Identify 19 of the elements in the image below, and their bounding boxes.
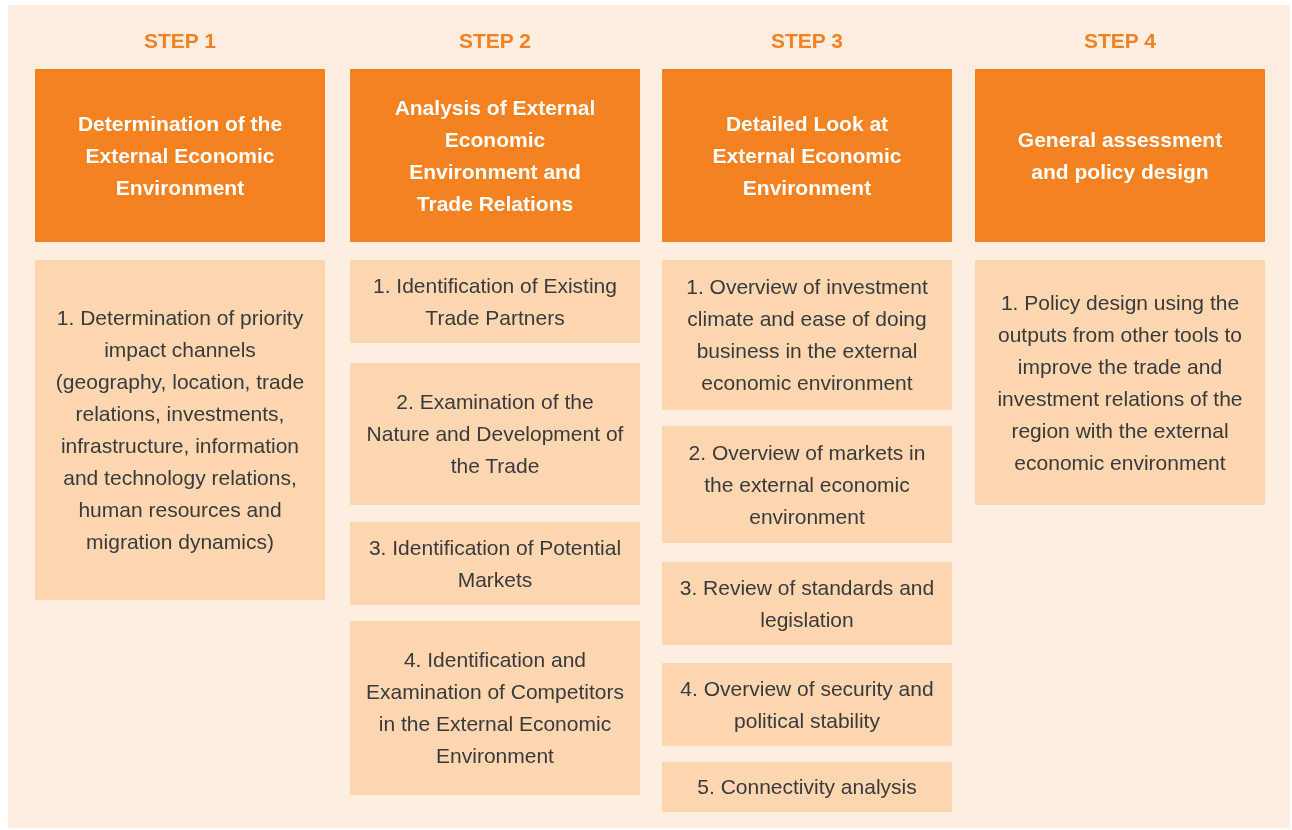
task-box: 4. Overview of security and political stability: [662, 663, 952, 746]
task-box: 3. Identification of Potential Markets: [350, 522, 640, 605]
step-label: STEP 2: [458, 28, 532, 54]
step-header-box: Determination of the External Economic Environment: [35, 69, 325, 242]
task-box: 1. Policy design using the outputs from other tools to improve the trade and investment relations of the region with the external economic environment: [975, 260, 1265, 505]
task-box: 4. Identification and Examination of Competitors in the External Economic Environment: [350, 621, 640, 795]
task-box: 1. Identification of Existing Trade Partners: [350, 260, 640, 343]
step-header-box: General assessment and policy design: [975, 69, 1265, 242]
step-header-box: Detailed Look at External Economic Environment: [662, 69, 952, 242]
step-header-box: Analysis of External Economic Environment and Trade Relations: [350, 69, 640, 242]
task-box: 2. Overview of markets in the external economic environment: [662, 426, 952, 543]
task-box: 3. Review of standards and legislation: [662, 562, 952, 645]
step-label: STEP 4: [1083, 28, 1157, 54]
task-box: 1. Overview of investment climate and ease of doing business in the external economic environment: [662, 260, 952, 410]
task-box: 2. Examination of the Nature and Development of the Trade: [350, 363, 640, 505]
task-box: 5. Connectivity analysis: [662, 762, 952, 812]
step-label: STEP 3: [770, 28, 844, 54]
step-label: STEP 1: [143, 28, 217, 54]
task-box: 1. Determination of priority impact channels (geography, location, trade relations, investments, infrastructure, information and technology relations, human resources and migration dynamics): [35, 260, 325, 600]
